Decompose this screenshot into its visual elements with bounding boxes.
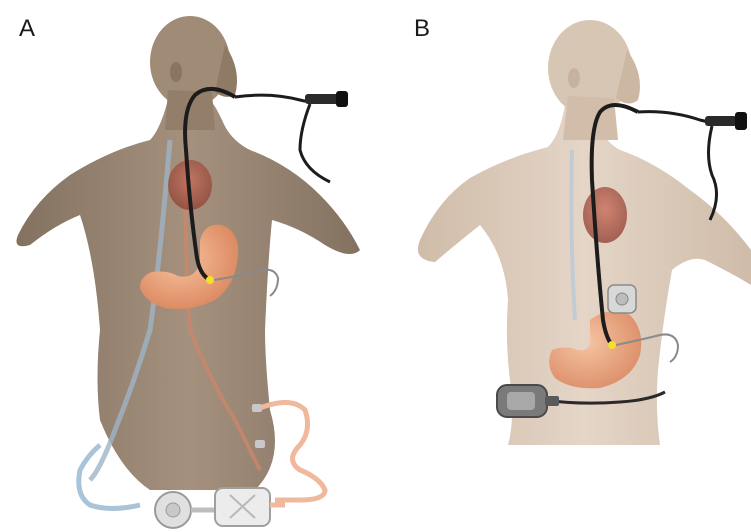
panel-a-scope-tail <box>300 104 330 182</box>
panel-b-neck <box>563 96 618 140</box>
panel-b-body <box>418 104 751 445</box>
panel-a-figure <box>17 16 361 528</box>
panel-b-heart <box>583 187 627 243</box>
panel-a-neck <box>165 90 215 130</box>
panel-b-figure <box>418 20 751 445</box>
panel-a-probe-tip <box>206 276 214 284</box>
panel-a-scope-handle <box>305 94 341 104</box>
panel-b-probe-tip <box>608 341 616 349</box>
panel-b-scope-handle <box>705 116 737 126</box>
panel-b-ear <box>568 68 580 88</box>
panel-a-ear <box>170 62 182 82</box>
